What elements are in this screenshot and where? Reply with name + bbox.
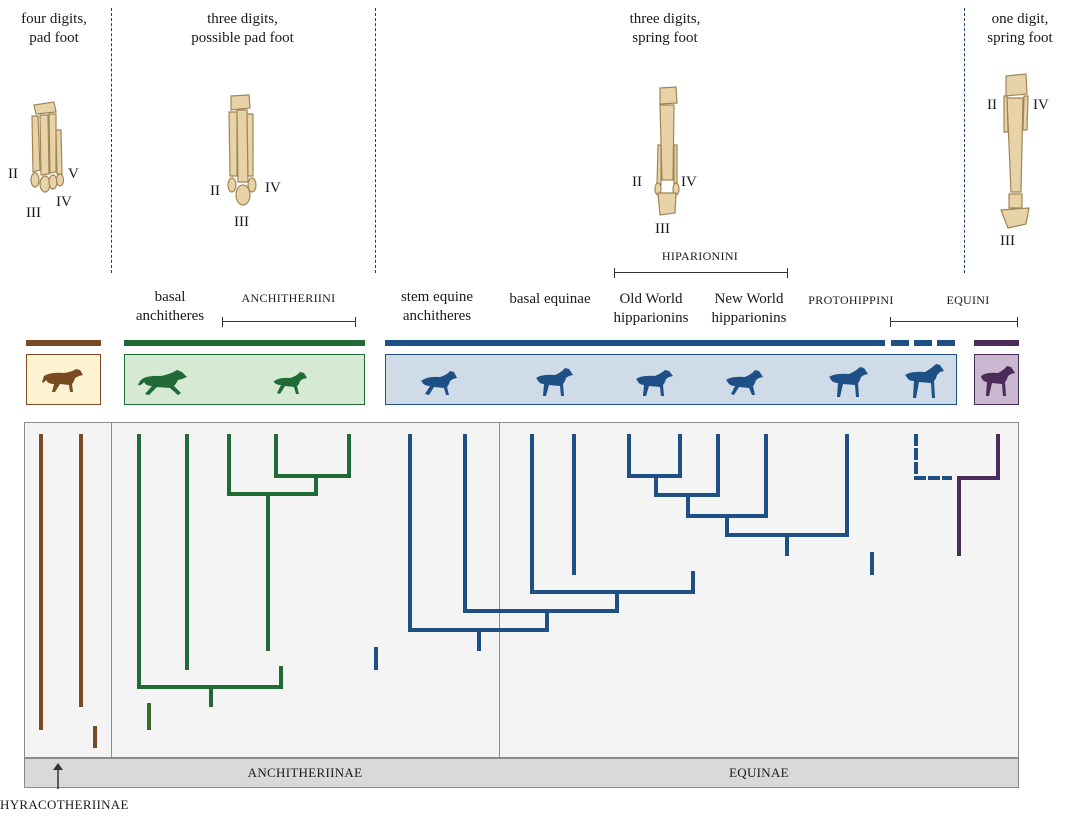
foot-type-heading-1: four digits,pad foot	[21, 11, 87, 46]
three-toed-spring-foot-bone-icon	[654, 86, 680, 216]
digit-label-ii: II	[987, 97, 997, 113]
four-toed-foot-bone-icon	[30, 101, 65, 193]
protohippini-dashed-bar-3	[937, 340, 955, 346]
cladogram-panel	[24, 422, 1019, 758]
hyracotheriinae-bar	[26, 340, 101, 346]
group-label-equini: EQUINI	[946, 293, 990, 307]
horse-silhouette-icon	[905, 364, 944, 398]
horse-silhouette-icon	[42, 369, 83, 392]
horse-silhouette-icon	[829, 367, 868, 397]
digit-label-iii: III	[1000, 233, 1015, 249]
hiparionini-bracket	[614, 268, 788, 278]
protohippini-dashed-bar-1	[891, 340, 909, 346]
hyracotheriinae-silhouette-box	[26, 354, 101, 405]
digit-label-ii: II	[8, 166, 18, 182]
digit-label-ii: II	[210, 183, 220, 199]
digit-label-iii: III	[26, 205, 41, 221]
divider-3	[964, 8, 965, 273]
three-toed-pad-foot-bone-icon	[227, 94, 257, 206]
digit-label-iv: IV	[56, 194, 72, 210]
foot-type-heading-4: one digit,spring foot	[987, 11, 1053, 46]
group-label-hiparionini: HIPARIONINI	[661, 249, 739, 263]
horse-silhouette-icon	[138, 370, 187, 395]
foot-type-heading-3: three digits,spring foot	[629, 11, 701, 46]
digit-label-iv: IV	[681, 174, 697, 190]
horse-silhouette-icon	[273, 372, 307, 394]
one-toed-foot-bone-icon	[1000, 73, 1030, 229]
subfamily-label-anchitheriinae: ANCHITHERIINAE	[247, 765, 363, 780]
divider-2	[375, 8, 376, 273]
subfamily-bar	[24, 758, 1019, 788]
horse-silhouette-icon	[981, 366, 1015, 396]
equinae-silhouette-box	[385, 354, 957, 405]
horse-silhouette-icon	[536, 368, 573, 396]
anchitheriinae-bar	[124, 340, 365, 346]
arrow-up-icon	[53, 763, 63, 789]
divider-1	[111, 8, 112, 273]
equini-bar	[974, 340, 1019, 346]
foot-type-heading-2: three digits,possible pad foot	[191, 11, 294, 46]
horse-silhouette-icon	[636, 370, 673, 396]
digit-label-iv: IV	[265, 180, 281, 196]
horse-silhouette-icon	[421, 371, 457, 395]
equini-bracket	[890, 317, 1018, 327]
hyracotheriinae-boundary	[111, 422, 112, 788]
digit-label-ii: II	[632, 174, 642, 190]
subfamily-label-hyracotheriinae: HYRACOTHERIINAE	[0, 797, 129, 812]
group-label-protohippini: PROTOHIPPINI	[808, 293, 894, 307]
anchitheriinae-boundary	[499, 422, 500, 788]
digit-label-v: V	[68, 166, 79, 182]
digit-label-iii: III	[234, 214, 249, 230]
group-label-basal-equinae: basal equinae	[509, 291, 591, 307]
anchitheriini-bracket	[222, 317, 356, 327]
group-label-anchitheriini: ANCHITHERIINI	[241, 291, 336, 305]
digit-label-iv: IV	[1033, 97, 1049, 113]
digit-label-iii: III	[655, 221, 670, 237]
equinae-bar	[385, 340, 885, 346]
horse-silhouette-icon	[726, 370, 763, 395]
protohippini-dashed-bar-2	[914, 340, 932, 346]
subfamily-label-equinae: EQUINAE	[729, 765, 789, 780]
